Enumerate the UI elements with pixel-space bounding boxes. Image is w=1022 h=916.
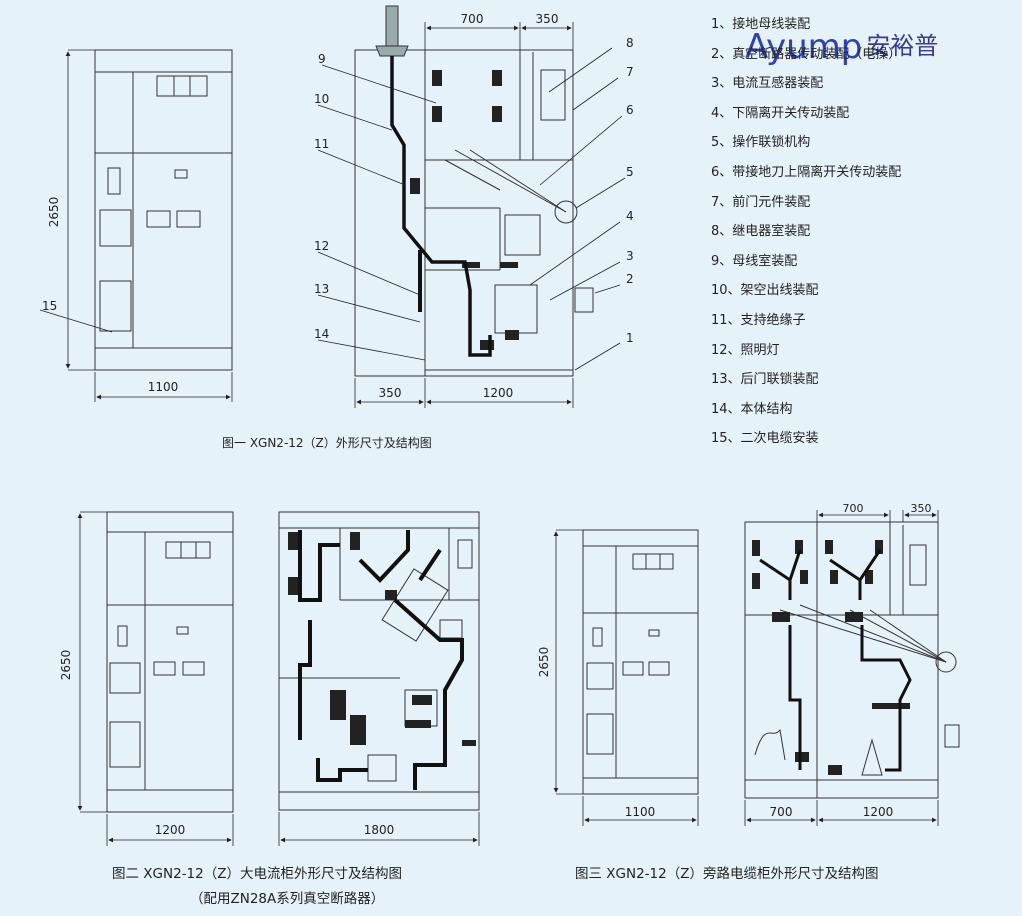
fig1-side-dimensions bbox=[317, 22, 626, 408]
fig3-side-view bbox=[744, 521, 960, 799]
fig2-front-dimensions bbox=[77, 511, 234, 846]
fig2-caption: 图二 XGN2-12（Z）大电流柜外形尺寸及结构图 bbox=[112, 866, 402, 882]
legend-item: 8、继电器室装配 bbox=[711, 224, 811, 240]
fig3-height-label: 2650 bbox=[537, 647, 551, 678]
fig1-side-view bbox=[354, 49, 594, 377]
fig1-front-dimensions bbox=[39, 49, 233, 402]
fig1-callout-13: 13 bbox=[314, 282, 329, 296]
fig2-busbar bbox=[298, 530, 464, 790]
legend-item: 9、母线室装配 bbox=[711, 253, 798, 269]
fig3-front-dimensions bbox=[553, 529, 699, 826]
legend-item: 15、二次电缆安装 bbox=[711, 431, 819, 447]
legend-item: 10、架空出线装配 bbox=[711, 283, 819, 299]
fig2-front-width-label: 1200 bbox=[155, 823, 186, 837]
fig1-callout-12: 12 bbox=[314, 239, 329, 253]
fig2-front-view bbox=[106, 511, 234, 813]
fig1-callout-1: 1 bbox=[626, 331, 634, 345]
fig1-front-width-label: 1100 bbox=[148, 380, 179, 394]
fig2-side-width-label: 1800 bbox=[364, 823, 395, 837]
fig3-dim-top-right: 350 bbox=[911, 502, 932, 515]
fig3-dim-top-left: 700 bbox=[843, 502, 864, 515]
fig1-insulators bbox=[410, 70, 519, 350]
fig1-callout-7: 7 bbox=[626, 65, 634, 79]
fig1-caption: 图一 XGN2-12（Z）外形尺寸及结构图 bbox=[222, 436, 432, 450]
brand-latin: Ayump bbox=[745, 27, 863, 67]
fig1-callout-6: 6 bbox=[626, 103, 634, 117]
legend-item: 4、下隔离开关传动装配 bbox=[711, 105, 850, 121]
fig1-bushing bbox=[375, 5, 409, 57]
fig1-callout-4: 4 bbox=[626, 209, 634, 223]
fig1-callout-11: 11 bbox=[314, 137, 329, 151]
fig3-front-view bbox=[582, 529, 699, 795]
fig1-callout-8: 8 bbox=[626, 36, 634, 50]
fig1-busbar bbox=[390, 56, 492, 357]
fig1-callout-14: 14 bbox=[314, 327, 329, 341]
fig2-caption-note: （配用ZN28A系列真空断路器） bbox=[190, 891, 385, 907]
fig1-callout-2: 2 bbox=[626, 272, 634, 286]
legend-item: 2、真空断路器传动装配（电操） bbox=[711, 46, 902, 62]
legend-item: 14、本体结构 bbox=[711, 401, 793, 417]
fig3-dim-bottom-right: 1200 bbox=[863, 805, 894, 819]
component-legend: 1、接地母线装配 2、真空断路器传动装配（电操） 3、电流互感器装配 4、下隔离… bbox=[711, 10, 1011, 454]
fig3-side-dimensions bbox=[744, 510, 939, 826]
legend-item: 12、照明灯 bbox=[711, 342, 780, 358]
fig3-front-width-label: 1100 bbox=[625, 805, 656, 819]
fig3-busbar bbox=[759, 549, 912, 772]
fig1-callout-15: 15 bbox=[42, 299, 57, 313]
fig1-dim-top-left: 700 bbox=[461, 12, 484, 26]
fig2-insulators bbox=[288, 532, 476, 746]
fig2-side-dimensions bbox=[278, 812, 480, 846]
fig3-dim-bottom-left: 700 bbox=[770, 805, 793, 819]
fig1-callout-3: 3 bbox=[626, 249, 634, 263]
legend-item: 6、带接地刀上隔离开关传动装配 bbox=[711, 164, 902, 180]
legend-item: 5、操作联锁机构 bbox=[711, 135, 811, 151]
fig1-dim-top-right: 350 bbox=[536, 12, 559, 26]
legend-item: 7、前门元件装配 bbox=[711, 194, 811, 210]
fig1-callout-5: 5 bbox=[626, 165, 634, 179]
legend-item: 1、接地母线装配 bbox=[711, 17, 811, 32]
fig1-height-label: 2650 bbox=[47, 197, 61, 228]
brand-chinese: 安裕普 bbox=[866, 32, 939, 60]
fig1-front-view bbox=[94, 49, 233, 371]
fig2-height-label: 2650 bbox=[59, 650, 73, 681]
fig3-insulators bbox=[752, 540, 910, 775]
legend-item: 13、后门联锁装配 bbox=[711, 372, 819, 388]
fig1-callout-10: 10 bbox=[314, 92, 329, 106]
legend-item: 3、电流互感器装配 bbox=[711, 76, 824, 92]
legend-item: 11、支持绝缘子 bbox=[711, 312, 806, 328]
fig3-caption: 图三 XGN2-12（Z）旁路电缆柜外形尺寸及结构图 bbox=[575, 866, 879, 882]
fig1-dim-bottom-left: 350 bbox=[379, 386, 402, 400]
fig1-callout-9: 9 bbox=[318, 52, 326, 66]
fig1-dim-bottom-right: 1200 bbox=[483, 386, 514, 400]
